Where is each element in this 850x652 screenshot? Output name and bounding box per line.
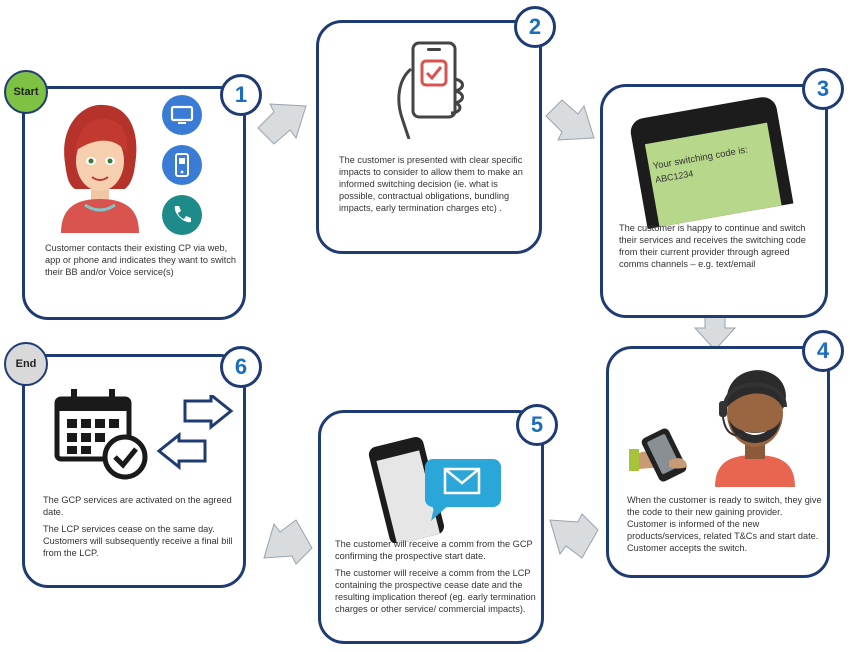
phone-message-icon (368, 436, 501, 543)
step-2-card: The customer is presented with clear spe… (316, 20, 542, 254)
step-1-number: 1 (220, 74, 262, 116)
start-label: Start (13, 86, 39, 98)
telephone-icon (162, 195, 202, 235)
step-5-text-1: The customer will receive a comm from th… (335, 539, 533, 561)
step-2-number: 2 (514, 6, 556, 48)
woman-avatar-icon (61, 104, 139, 233)
end-badge: End (4, 342, 48, 386)
step-4-description: When the customer is ready to switch, th… (627, 495, 822, 553)
man-headset-agent-icon (629, 370, 795, 487)
swap-arrows-icon (156, 395, 234, 471)
step-3-card: Your switching code is: ABC1234 The cust… (600, 84, 828, 318)
calendar-check-icon (54, 389, 148, 480)
end-label: End (15, 358, 37, 370)
step-4-card: When the customer is ready to switch, th… (606, 346, 830, 578)
start-badge: Start (4, 70, 48, 114)
step-6-card: The GCP services are activated on the ag… (22, 354, 246, 588)
step-5-text-2: The customer will receive a comm from th… (335, 567, 536, 614)
step-6-text-2: The LCP services cease on the same day. … (43, 523, 233, 558)
step-6-number: 6 (220, 346, 262, 388)
step-5-number: 5 (516, 404, 558, 446)
phone-screen-icon: Your switching code is: ABC1234 (628, 94, 794, 230)
step-5-card: The customer will receive a comm from th… (318, 410, 544, 644)
step-1-description: Customer contacts their existing CP via … (45, 243, 237, 277)
step-4-number: 4 (802, 330, 844, 372)
hand-holding-phone-check-icon (397, 41, 464, 139)
arrow-4-to-5 (549, 513, 599, 559)
step-5-description: The customer will receive a comm from th… (335, 539, 541, 621)
step-3-number: 3 (802, 68, 844, 110)
arrow-2-to-3 (545, 99, 595, 141)
step-1-card: Customer contacts their existing CP via … (22, 86, 246, 320)
monitor-icon (162, 95, 202, 135)
step-3-description: The customer is happy to continue and sw… (619, 223, 806, 269)
step-6-description: The GCP services are activated on the ag… (43, 495, 239, 565)
step-6-text-1: The GCP services are activated on the ag… (43, 495, 232, 517)
mobile-phone-icon (162, 145, 202, 185)
arrow-5-to-6 (263, 519, 313, 565)
arrow-1-to-2 (257, 103, 307, 145)
step-2-description: The customer is presented with clear spe… (339, 155, 523, 213)
